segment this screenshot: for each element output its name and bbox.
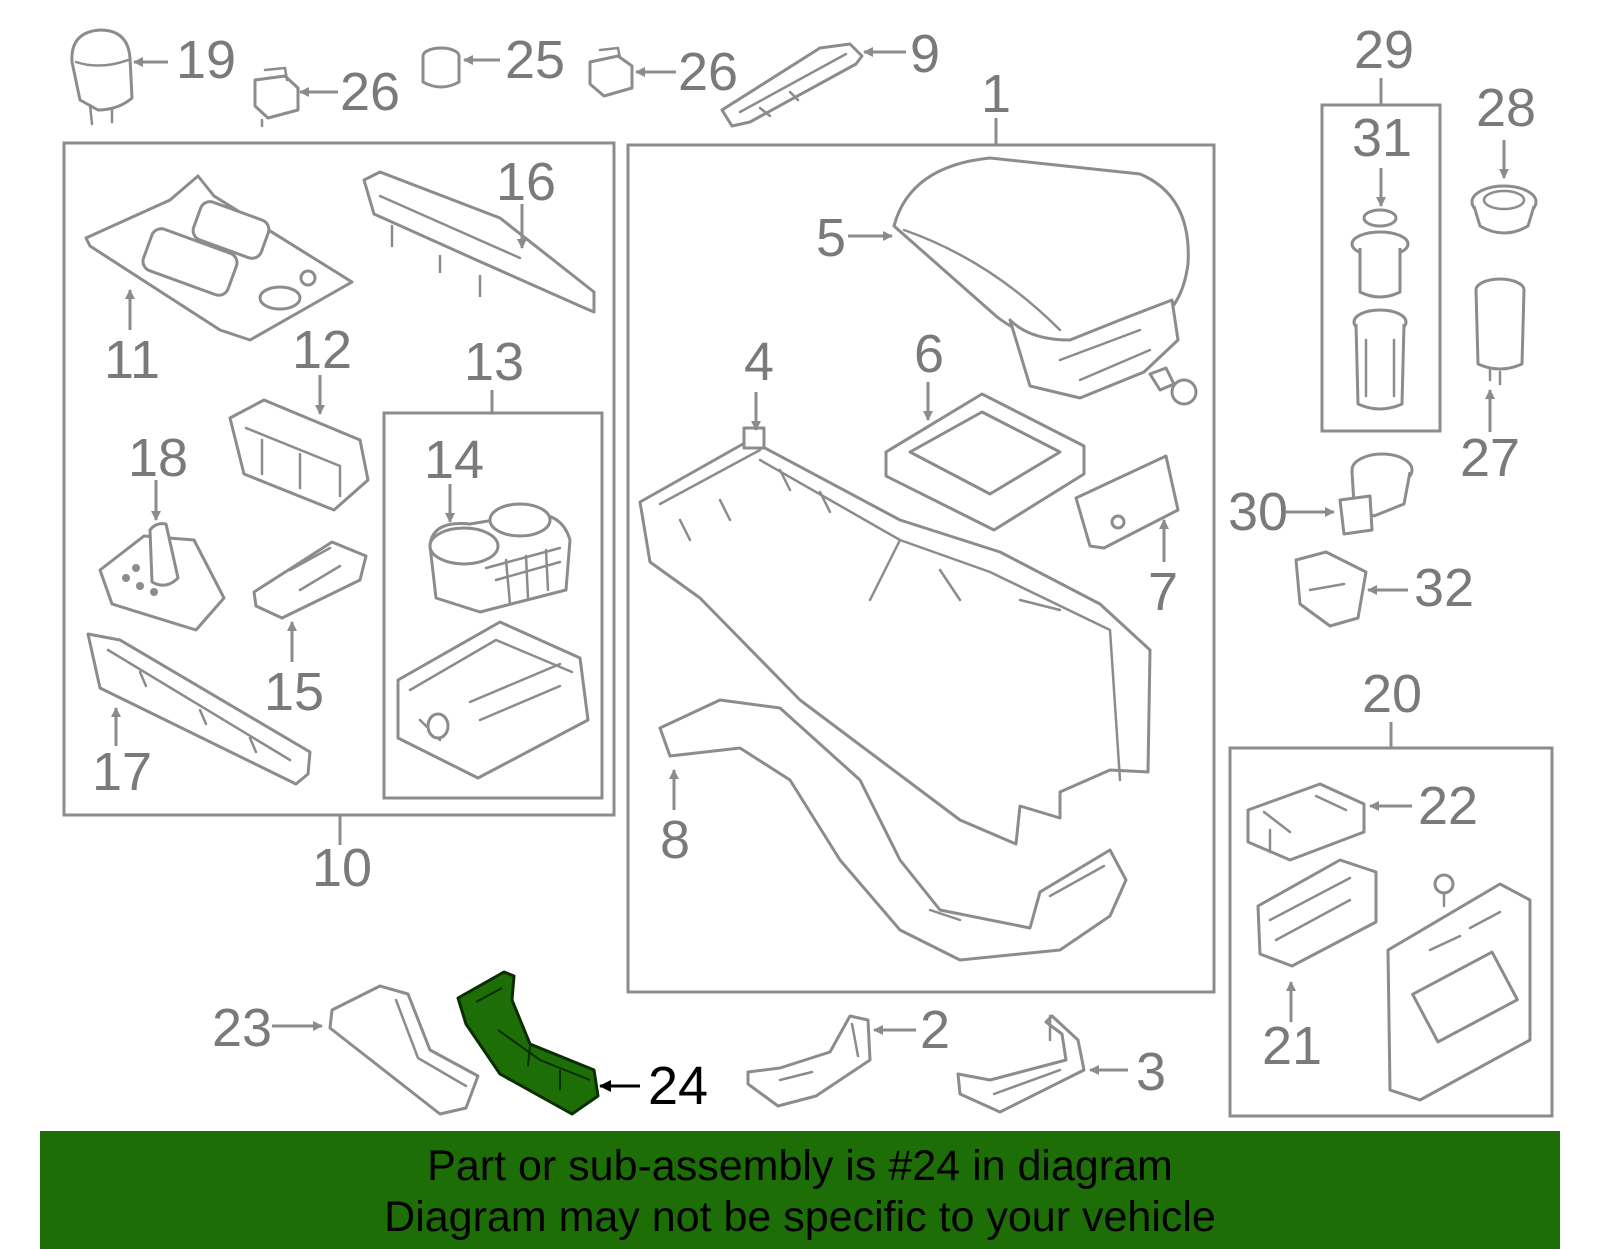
part-4-console-body <box>638 426 1152 846</box>
banner-line-1: Part or sub-assembly is #24 in diagram <box>427 1142 1173 1190</box>
part-6-tray <box>884 392 1086 532</box>
part-7-bracket <box>1074 454 1180 550</box>
callout-13: 13 <box>464 332 524 392</box>
callout-32: 32 <box>1414 558 1474 618</box>
part-24-highlighted <box>456 970 600 1116</box>
callout-26a: 26 <box>340 62 400 122</box>
callout-10: 10 <box>312 838 372 898</box>
part-17-bracket <box>86 632 312 786</box>
callout-14: 14 <box>424 430 484 490</box>
part-26b-switch <box>588 46 634 98</box>
part-31-socket <box>1350 208 1410 299</box>
callout-29: 29 <box>1354 20 1414 80</box>
callout-17: 17 <box>92 742 152 802</box>
part-25-plug <box>421 46 461 89</box>
info-banner: Part or sub-assembly is #24 in diagram D… <box>40 1131 1560 1249</box>
callout-2: 2 <box>920 1000 950 1060</box>
callout-26b: 26 <box>678 42 738 102</box>
part-8-lower-trim <box>658 698 1128 962</box>
part-5-armrest-lid <box>892 156 1190 400</box>
callout-8: 8 <box>660 810 690 870</box>
callout-15: 15 <box>264 662 324 722</box>
part-20-rear-panel <box>1386 882 1532 1102</box>
part-screw-1 <box>1148 366 1198 406</box>
part-23-trim <box>328 984 480 1116</box>
part-15-switch <box>252 540 368 620</box>
part-13-cupholder-housing <box>396 620 590 780</box>
callout-11: 11 <box>104 330 160 390</box>
banner-line-2: Diagram may not be specific to your vehi… <box>384 1193 1216 1241</box>
part-3-bracket <box>956 1014 1086 1114</box>
callout-9: 9 <box>910 24 940 84</box>
callout-6: 6 <box>914 324 944 384</box>
callout-24: 24 <box>648 1056 708 1116</box>
part-32-bracket <box>1294 550 1368 628</box>
part-21-vent-housing <box>1256 858 1378 968</box>
callout-19: 19 <box>176 30 236 90</box>
callout-16: 16 <box>496 152 556 212</box>
callout-28: 28 <box>1476 78 1536 138</box>
callout-23: 23 <box>212 998 272 1058</box>
callout-1: 1 <box>981 64 1011 124</box>
part-screw-20 <box>1433 873 1455 908</box>
part-12-switch <box>228 398 370 512</box>
callout-25: 25 <box>505 30 565 90</box>
part-11-panel <box>84 174 354 342</box>
part-2-bracket <box>746 1014 872 1108</box>
callout-20: 20 <box>1362 664 1422 724</box>
part-9-trim <box>720 42 864 128</box>
part-28-cap <box>1470 184 1538 235</box>
part-27-socket <box>1474 277 1526 386</box>
part-14-cupholder <box>428 502 572 614</box>
callout-12: 12 <box>292 320 352 380</box>
part-26a-switch <box>253 66 300 128</box>
callout-4: 4 <box>744 332 774 392</box>
callout-21: 21 <box>1262 1016 1322 1076</box>
callout-27: 27 <box>1460 428 1520 488</box>
callout-18: 18 <box>128 428 188 488</box>
part-31-socket-base <box>1352 308 1408 411</box>
part-16-trim <box>362 170 596 314</box>
callout-5: 5 <box>816 208 846 268</box>
part-22-vent <box>1246 782 1366 862</box>
part-19-shift-knob <box>70 28 134 126</box>
group-box-1 <box>626 143 1216 994</box>
callout-31: 31 <box>1352 108 1412 168</box>
part-18-shifter <box>98 522 226 632</box>
callout-30: 30 <box>1228 482 1288 542</box>
part-30-socket <box>1338 452 1414 536</box>
callout-7: 7 <box>1148 562 1178 622</box>
callout-22: 22 <box>1418 776 1478 836</box>
callout-3: 3 <box>1136 1042 1166 1102</box>
